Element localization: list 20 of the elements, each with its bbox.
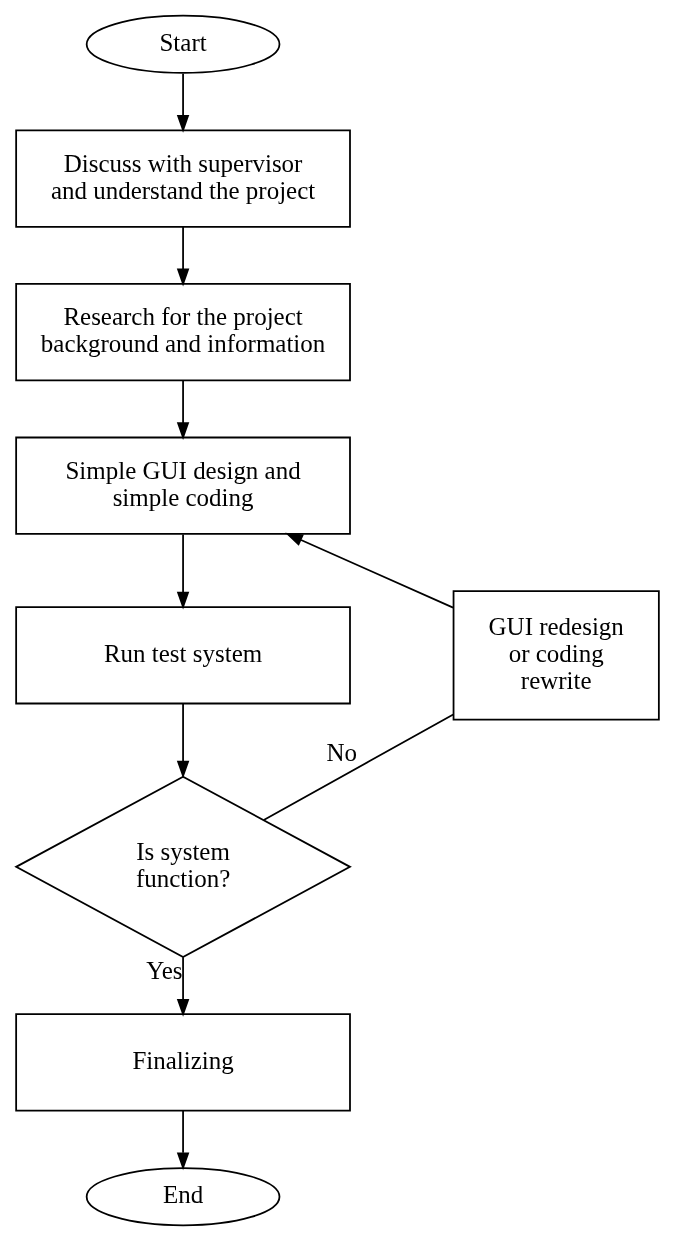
node-ellipse: End xyxy=(85,1167,281,1227)
node-box: Run test system xyxy=(15,606,351,705)
node-box: Discuss with supervisor and understand the project xyxy=(15,129,351,228)
arrow xyxy=(176,1109,190,1171)
arrow xyxy=(176,72,190,133)
edge-label: No xyxy=(326,739,358,767)
node-box: Research for the project background and information xyxy=(15,283,351,382)
arrow xyxy=(285,532,454,609)
arrow xyxy=(176,379,190,441)
arrow xyxy=(176,956,190,1017)
arrow xyxy=(176,533,190,610)
edge-label: Yes xyxy=(146,956,183,984)
arrow xyxy=(176,226,190,287)
node-box: GUI redesign or coding rewrite xyxy=(452,590,660,721)
connector xyxy=(262,713,455,821)
arrow xyxy=(176,702,190,779)
node-box: Simple GUI design and simple coding xyxy=(15,436,351,535)
node-ellipse: Start xyxy=(85,14,281,74)
node-box: Finalizing xyxy=(15,1013,351,1112)
node-diamond: Is system function? xyxy=(14,775,352,959)
